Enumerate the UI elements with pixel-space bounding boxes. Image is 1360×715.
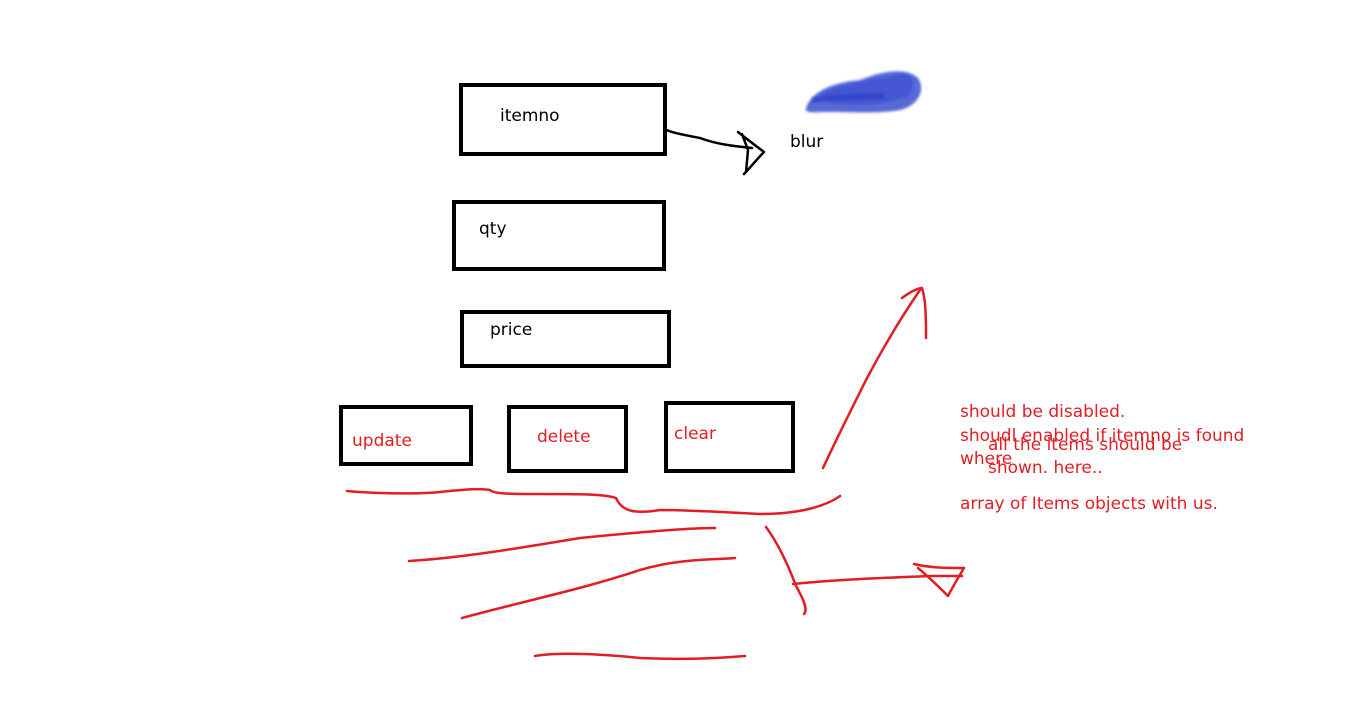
- update-button[interactable]: update: [339, 405, 473, 466]
- items-note-line2: shown. here..: [988, 458, 1103, 478]
- red-arrow-up: [821, 286, 928, 470]
- itemno-label: itemno: [500, 106, 560, 126]
- array-note: array of Items objects with us.: [960, 494, 1218, 514]
- disabled-note: should be disabled.: [960, 402, 1126, 422]
- price-field[interactable]: price: [460, 310, 671, 368]
- price-label: price: [490, 320, 533, 340]
- update-button-label: update: [352, 431, 412, 451]
- clear-button[interactable]: clear: [664, 401, 795, 473]
- qty-label: qty: [479, 219, 507, 239]
- itemno-field[interactable]: itemno: [459, 83, 667, 156]
- clear-button-label: clear: [674, 424, 716, 444]
- delete-button-label: delete: [537, 427, 591, 447]
- blue-scribble: [805, 71, 922, 113]
- red-arrow-right: [791, 562, 966, 598]
- items-note-line1: all the items should be: [988, 435, 1183, 455]
- blur-arrow: [648, 119, 766, 176]
- where-note: where: [960, 449, 1013, 469]
- red-list-strokes: [345, 487, 842, 661]
- blur-label: blur: [790, 132, 824, 152]
- enabled-note: shoudl enabled if itemno is found: [960, 426, 1245, 446]
- qty-field[interactable]: qty: [452, 200, 666, 271]
- delete-button[interactable]: delete: [507, 405, 628, 473]
